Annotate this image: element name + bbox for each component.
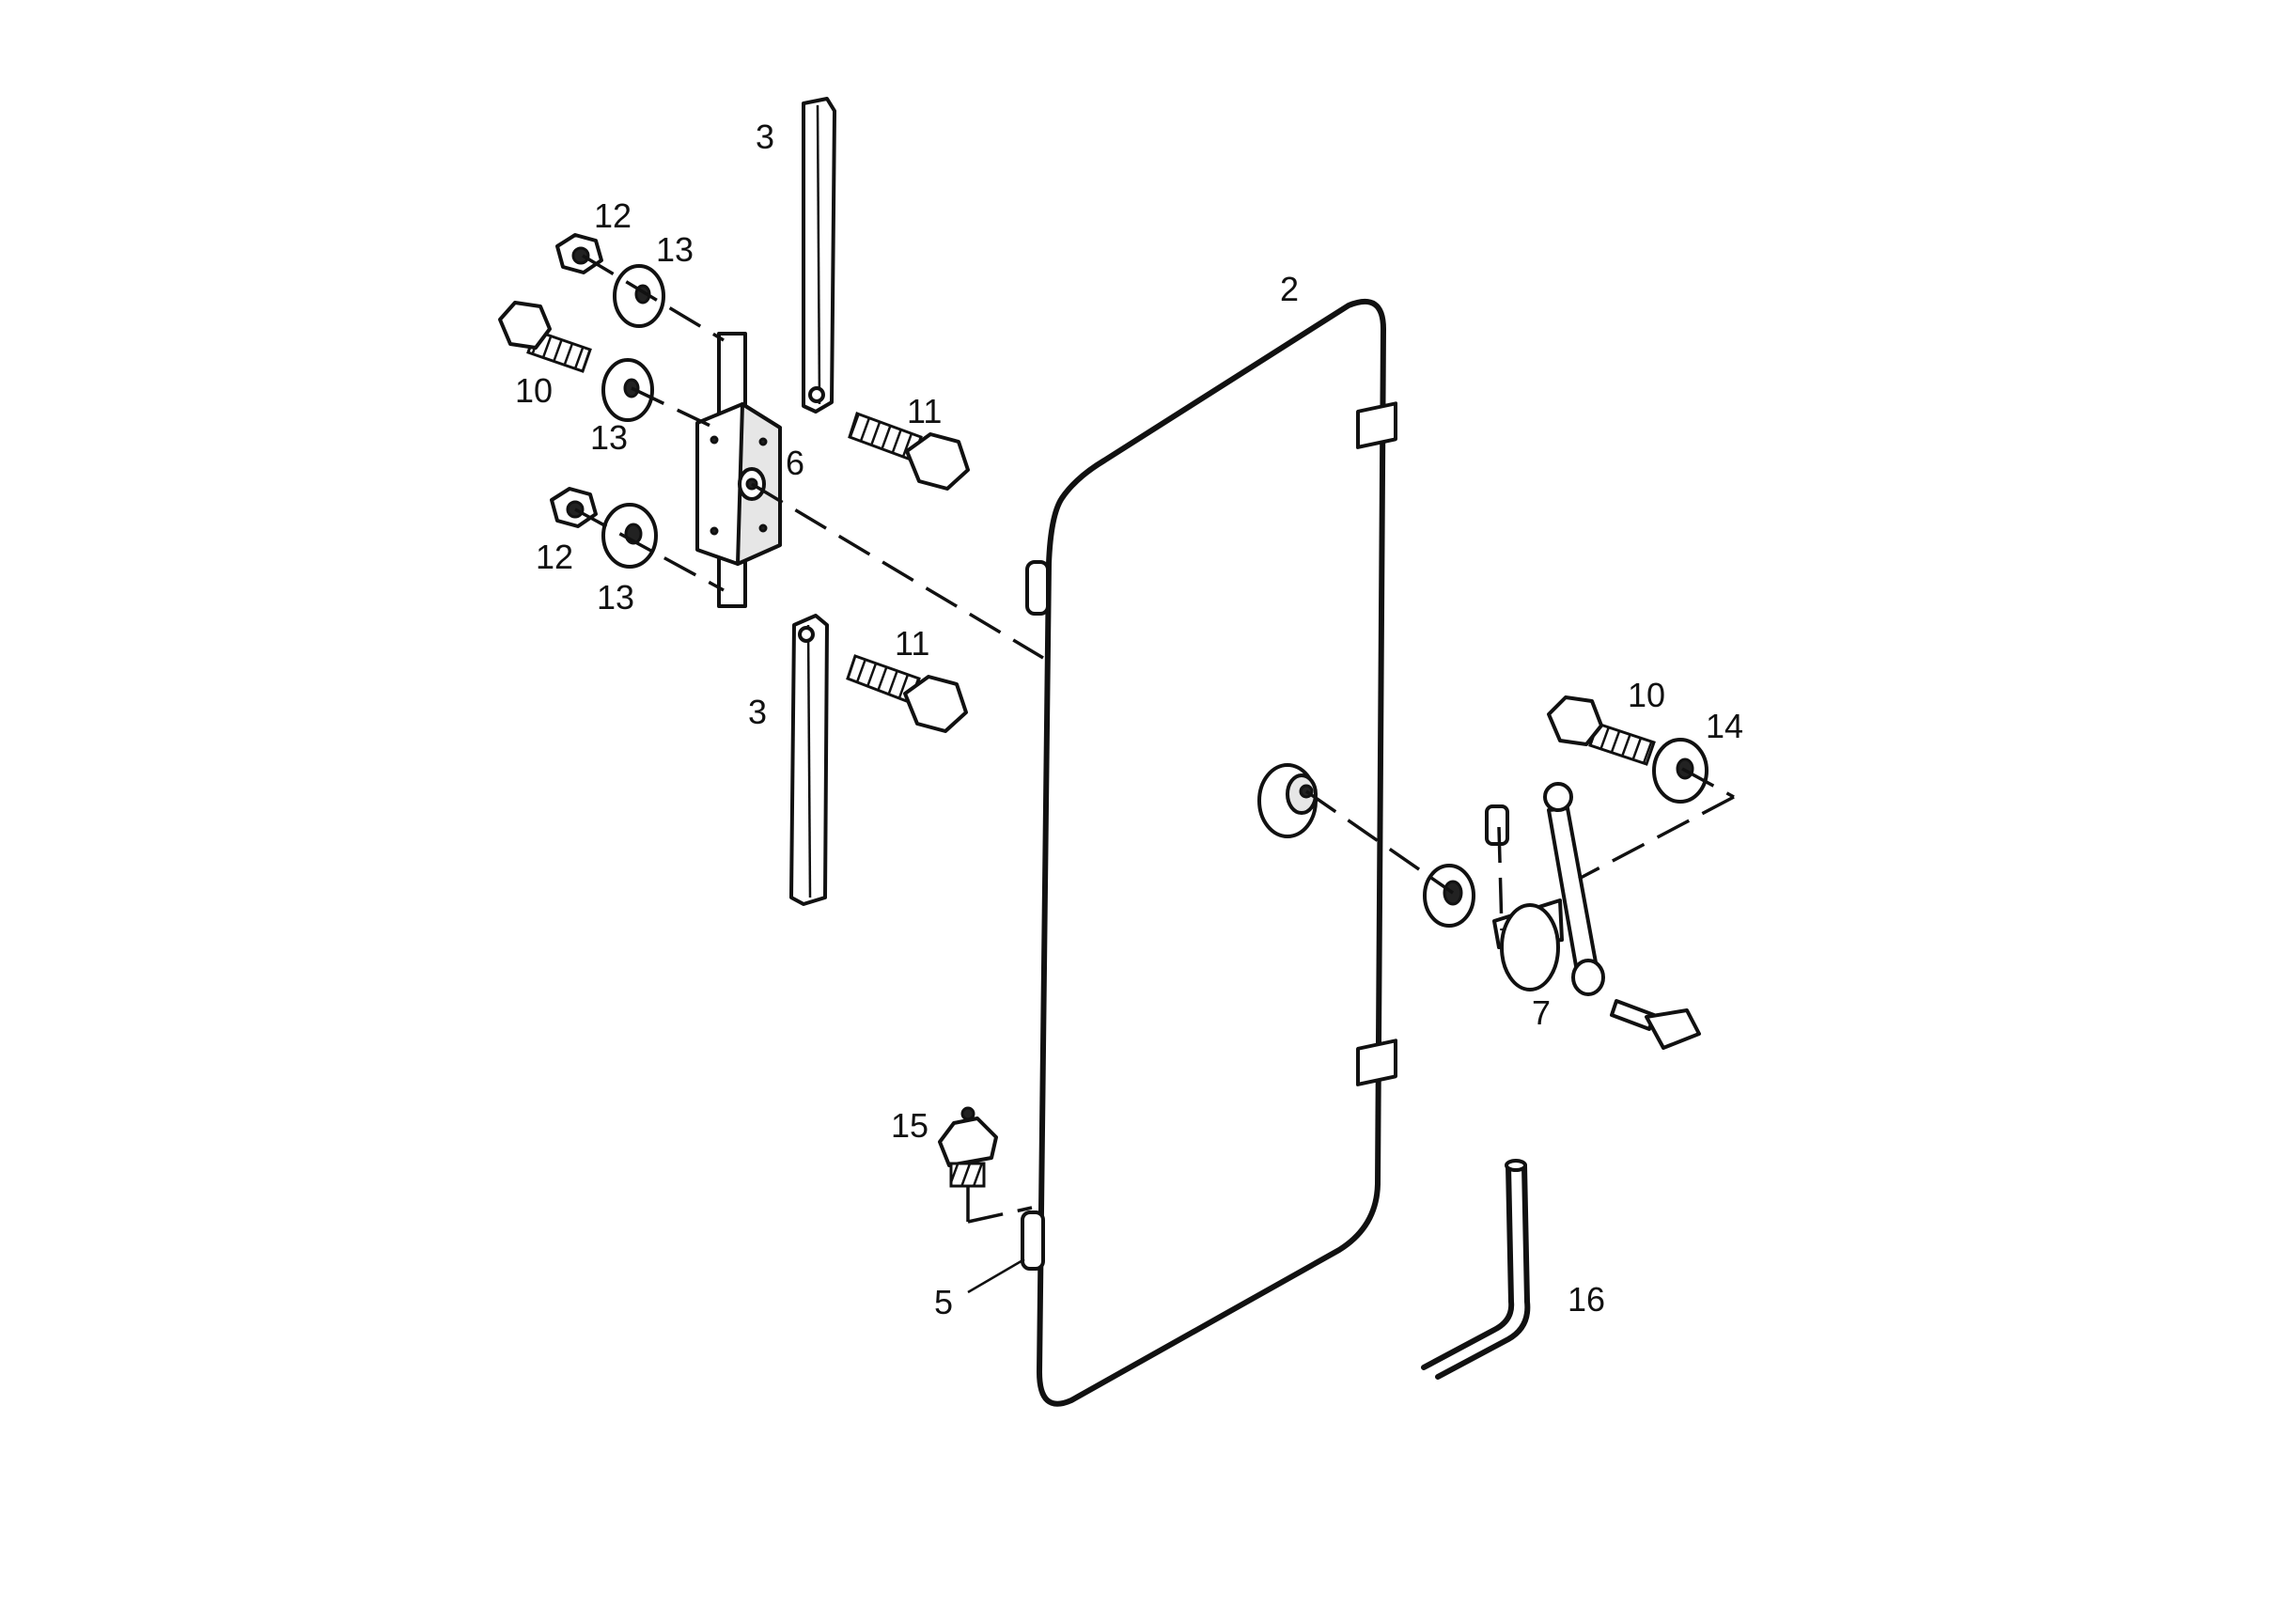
label-13-bottom: 13 (597, 578, 634, 617)
plug (938, 1106, 998, 1188)
label-11-top: 11 (907, 392, 942, 430)
label-11-bottom: 11 (895, 624, 929, 663)
label-5: 5 (934, 1283, 953, 1321)
bolt-left (498, 301, 592, 373)
bolt-upper (848, 412, 970, 491)
label-10-right: 10 (1628, 676, 1665, 714)
bent-rod (1421, 1159, 1531, 1380)
label-7: 7 (1532, 993, 1551, 1032)
label-12-bottom: 12 (536, 538, 573, 576)
label-14: 14 (1706, 707, 1743, 745)
rod-top (802, 97, 836, 414)
part-labels: 2 3 3 5 6 7 10 10 11 11 12 12 13 13 13 1… (515, 117, 1743, 1321)
handle-assembly (1485, 782, 1605, 996)
door-bushing (1257, 763, 1318, 838)
label-16: 16 (1568, 1280, 1605, 1319)
key (1610, 999, 1701, 1050)
lock-body (695, 332, 782, 608)
washer-middle (601, 358, 654, 422)
label-3-top: 3 (756, 117, 774, 156)
label-13-top: 13 (656, 230, 694, 269)
label-3-bottom: 3 (748, 693, 767, 731)
nut-top (555, 233, 603, 274)
label-13-middle: 13 (590, 418, 628, 457)
nut-bottom (550, 487, 598, 528)
bolt-right (1547, 695, 1656, 766)
label-10-left: 10 (515, 371, 553, 410)
label-6: 6 (786, 444, 804, 482)
washer-top (613, 264, 665, 328)
washer-right (1652, 738, 1708, 804)
rod-bottom (789, 614, 829, 906)
door-panel (1021, 299, 1397, 1407)
label-15: 15 (891, 1106, 928, 1145)
washer-door (1423, 864, 1475, 928)
label-12-top: 12 (594, 196, 632, 235)
label-2: 2 (1280, 270, 1299, 308)
washer-bottom (601, 503, 658, 569)
bolt-lower (846, 654, 968, 733)
assembly-lines (574, 254, 1735, 1294)
